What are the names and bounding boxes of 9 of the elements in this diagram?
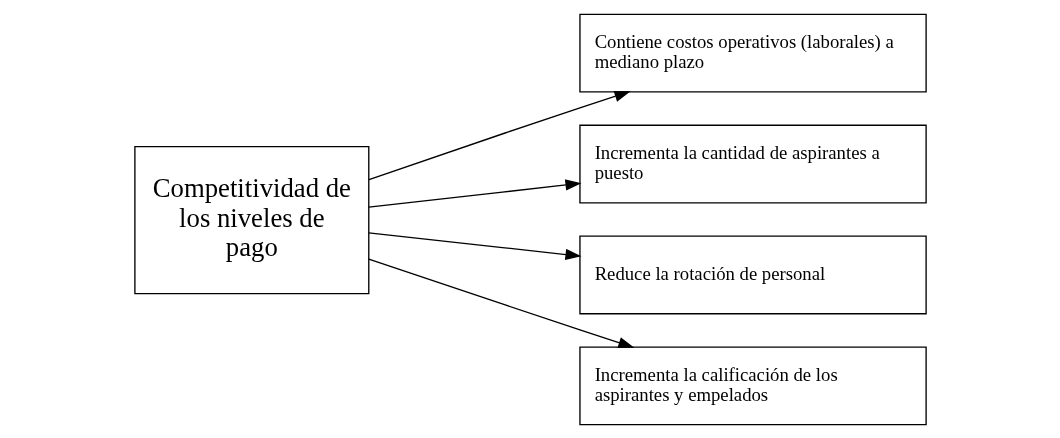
node-box: Competitividad de los niveles de pago <box>133 145 369 294</box>
node-box: Incrementa la calificación de los aspirantes y empelados <box>578 345 927 425</box>
arrow <box>367 90 631 180</box>
node-box: Incrementa la cantidad de aspirantes a puesto <box>578 124 927 203</box>
node-box: Reduce la rotación de personal <box>578 235 927 314</box>
node-box: Contiene costos operativos (laborales) a mediano plazo <box>578 13 927 93</box>
arrow <box>367 258 634 348</box>
arrow <box>367 178 581 208</box>
arrow <box>367 231 581 260</box>
